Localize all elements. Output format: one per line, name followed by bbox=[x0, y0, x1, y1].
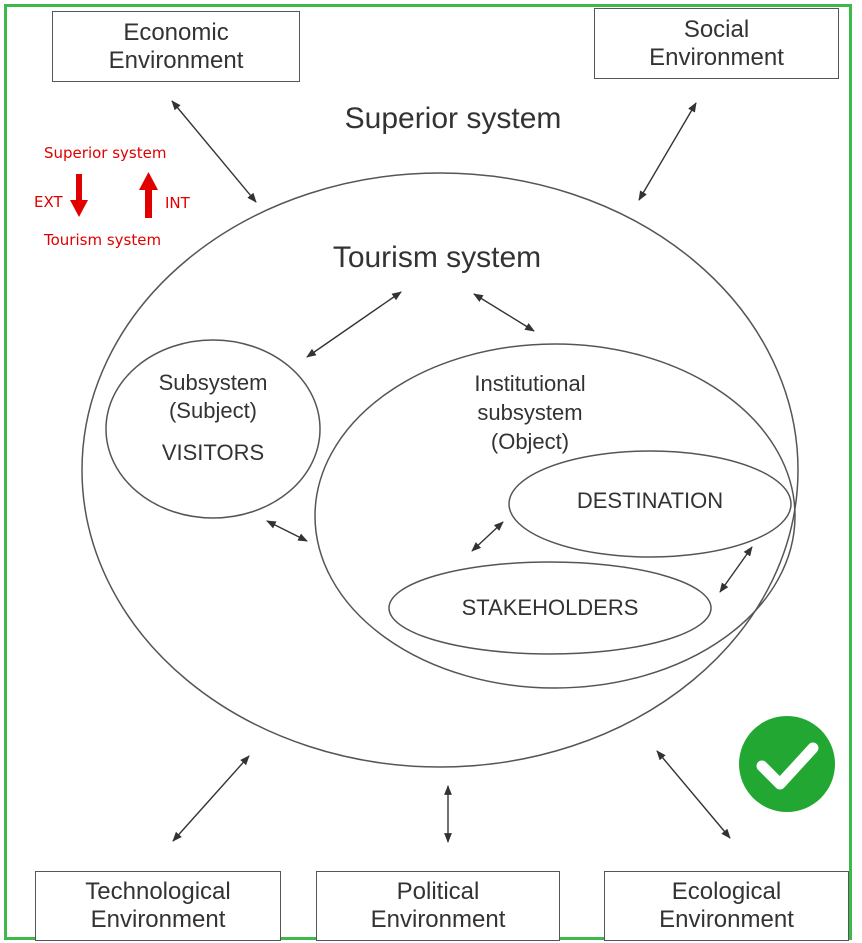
technological-environment-line1: Technological bbox=[85, 878, 231, 905]
tourism-system-label: Tourism system bbox=[332, 241, 542, 274]
technological-environment-line2: Environment bbox=[90, 906, 226, 933]
subject-subsystem-title: Subsystem bbox=[158, 370, 268, 395]
arrow-down-icon bbox=[70, 174, 88, 217]
arrow-social bbox=[638, 102, 697, 201]
economic-environment-line1: Economic bbox=[123, 18, 229, 46]
social-environment-line1: Social bbox=[683, 15, 750, 43]
technological-environment-box: Technological Environment bbox=[35, 871, 281, 941]
superior-system-label: Superior system bbox=[344, 102, 562, 135]
arrow-ecological bbox=[656, 750, 731, 839]
arrow-technological bbox=[172, 755, 250, 842]
ecological-environment-box: Ecological Environment bbox=[604, 871, 849, 941]
destination-label: DESTINATION bbox=[576, 488, 724, 513]
legend-superior-system: Superior system bbox=[44, 144, 167, 162]
stakeholders-label: STAKEHOLDERS bbox=[461, 595, 639, 620]
check-circle-icon bbox=[739, 716, 835, 812]
arrow-economic bbox=[171, 100, 257, 203]
destination-ellipse bbox=[508, 450, 792, 558]
arrow-destination-stakeholders-left bbox=[471, 521, 504, 552]
subject-subsystem-circle bbox=[105, 339, 321, 519]
arrow-tourism-subject bbox=[306, 291, 402, 358]
visitors-label: VISITORS bbox=[161, 440, 265, 465]
institutional-subsystem-line1: Institutional bbox=[474, 371, 586, 396]
stakeholders-ellipse bbox=[388, 561, 712, 655]
arrow-up-icon bbox=[139, 172, 158, 218]
social-environment-box: Social Environment bbox=[594, 8, 839, 79]
political-environment-box: Political Environment bbox=[316, 871, 560, 941]
legend-int: INT bbox=[165, 194, 190, 212]
political-environment-line2: Environment bbox=[370, 906, 506, 933]
legend-tourism-system: Tourism system bbox=[44, 231, 162, 249]
arrow-tourism-institutional bbox=[473, 293, 535, 332]
economic-environment-line2: Environment bbox=[108, 46, 244, 74]
ecological-environment-line2: Environment bbox=[659, 906, 794, 933]
subject-subsystem-subtitle: (Subject) bbox=[168, 398, 258, 423]
political-environment-line1: Political bbox=[396, 878, 480, 905]
tourism-system-ellipse bbox=[81, 172, 799, 768]
economic-environment-box: Economic Environment bbox=[52, 11, 300, 82]
institutional-subsystem-line2: subsystem bbox=[477, 400, 583, 425]
arrow-subject-institutional bbox=[266, 520, 308, 542]
ecological-environment-line1: Ecological bbox=[671, 878, 782, 905]
social-environment-line2: Environment bbox=[649, 43, 784, 71]
legend-ext: EXT bbox=[34, 193, 63, 211]
institutional-subsystem-line3: (Object) bbox=[490, 429, 570, 454]
arrow-destination-stakeholders-right bbox=[719, 546, 753, 593]
institutional-subsystem-ellipse bbox=[314, 343, 796, 689]
